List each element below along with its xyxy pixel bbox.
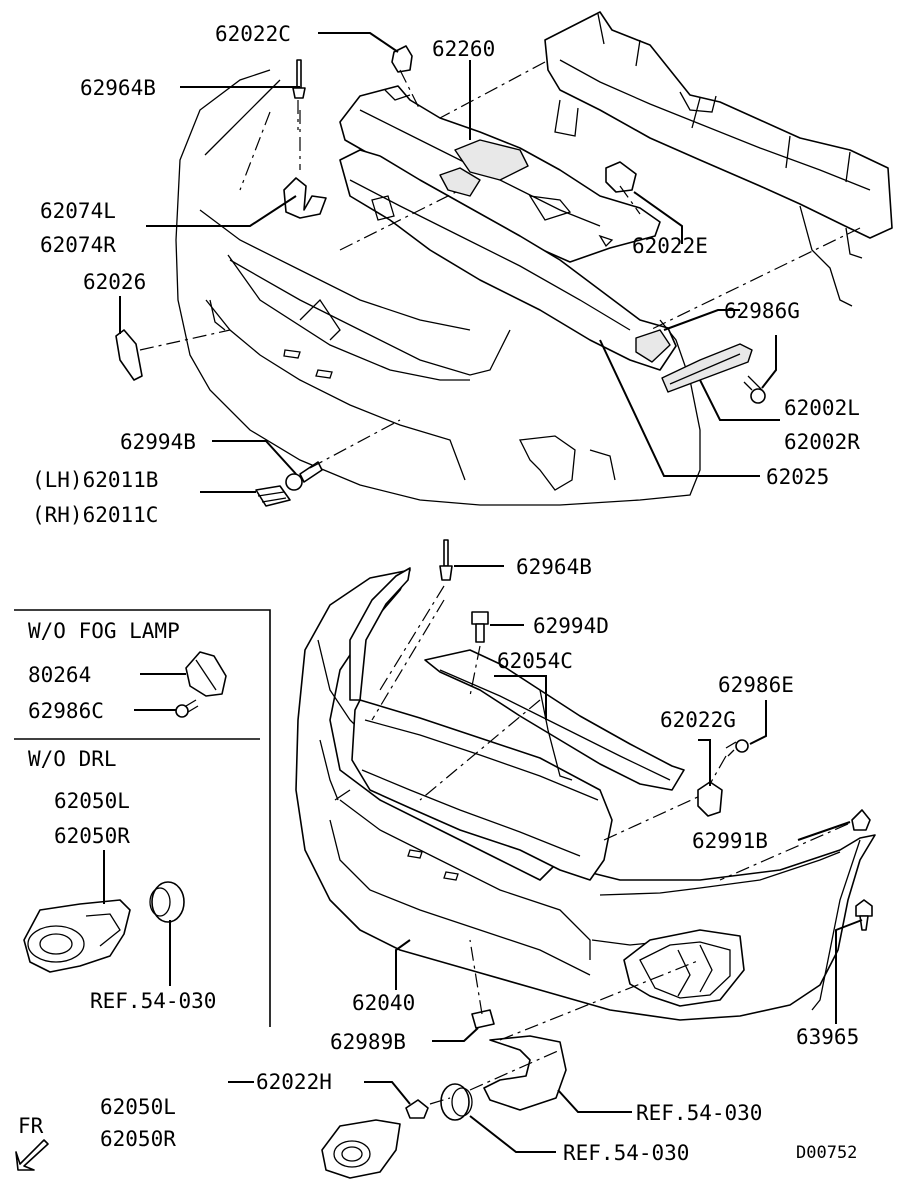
drl-bulb (149, 881, 185, 923)
grille-support-62260 (339, 85, 661, 263)
label-62989B: 62989B (330, 1030, 406, 1054)
part-labels: 62022C 62260 62964B 62074L 62074R 62022E… (18, 22, 860, 1165)
clip-62022E (605, 161, 637, 193)
label-62986C: 62986C (28, 699, 104, 723)
label-62260: 62260 (432, 37, 495, 61)
reinforcement-beam (544, 11, 893, 307)
label-62050R: 62050R (100, 1127, 176, 1151)
fr-direction-arrow-icon (15, 1139, 49, 1171)
label-62026: 62026 (83, 270, 146, 294)
label-62054C: 62054C (497, 649, 573, 673)
label-80264: 80264 (28, 663, 91, 687)
label-fr: FR (18, 1114, 44, 1138)
fog-lamp-62050-bottom (321, 1119, 401, 1179)
inset-panels (14, 609, 271, 1027)
label-62002L: 62002L (784, 396, 860, 420)
label-ref-drl: REF.54-030 (90, 989, 216, 1013)
label-62074R: 62074R (40, 233, 116, 257)
bracket-62074 (283, 177, 327, 219)
nut-62989B (471, 1009, 495, 1029)
screw-63965 (855, 899, 873, 931)
section-wo-fog-lamp: W/O FOG LAMP (28, 619, 180, 643)
label-62986G: 62986G (724, 299, 800, 323)
rivet-62964B-mid (439, 539, 453, 581)
label-62050L-drl: 62050L (54, 789, 130, 813)
label-ref-bezel: REF.54-030 (636, 1101, 762, 1125)
clip-62011 (255, 485, 291, 507)
screw-62986C (175, 699, 199, 718)
label-62011C: (RH)62011C (32, 503, 158, 527)
side-bracket-lh (349, 567, 411, 701)
label-62022E: 62022E (632, 234, 708, 258)
clip-62991B (851, 809, 871, 831)
label-62964B-top: 62964B (80, 76, 156, 100)
label-62991B: 62991B (692, 829, 768, 853)
rivet-62964B-top (292, 59, 306, 99)
label-62022G: 62022G (660, 708, 736, 732)
fog-bulb (440, 1083, 473, 1121)
cover-62026 (115, 329, 143, 381)
label-62025: 62025 (766, 465, 829, 489)
label-ref-bulb: REF.54-030 (563, 1141, 689, 1165)
lower-absorber (351, 699, 613, 881)
upper-bumper-fascia (175, 69, 701, 506)
label-62986E: 62986E (718, 673, 794, 697)
absorber-62025 (339, 149, 677, 371)
lower-assembly (295, 539, 876, 1179)
label-62994D: 62994D (533, 614, 609, 638)
bolt-62994D (471, 611, 489, 643)
label-62022C: 62022C (215, 22, 291, 46)
label-62022H: 62022H (256, 1070, 332, 1094)
drawing-code: D00752 (796, 1143, 857, 1163)
label-62994B: 62994B (120, 430, 196, 454)
label-62074L: 62074L (40, 199, 116, 223)
clip-62022G (697, 781, 723, 817)
screw-62986G (743, 375, 766, 404)
screw-62986E (725, 739, 749, 757)
label-62964B-mid: 62964B (516, 555, 592, 579)
fog-bezel-lower (483, 1035, 567, 1111)
clip-62022H (405, 1099, 429, 1119)
label-62050R-drl: 62050R (54, 824, 130, 848)
label-62011B: (LH)62011B (32, 468, 158, 492)
label-62050L: 62050L (100, 1095, 176, 1119)
label-63965: 63965 (796, 1025, 859, 1049)
bracket-62002 (661, 343, 753, 393)
cover-80264 (185, 651, 227, 697)
label-62002R: 62002R (784, 430, 860, 454)
fog-lamp-62050-drl (23, 899, 131, 973)
label-62040: 62040 (352, 991, 415, 1015)
leader-lines (103, 32, 863, 1153)
section-wo-drl: W/O DRL (28, 747, 117, 771)
bolt-62994B (285, 461, 323, 491)
upper-assembly (115, 11, 893, 507)
bumper-fascia-62040 (295, 569, 876, 1021)
